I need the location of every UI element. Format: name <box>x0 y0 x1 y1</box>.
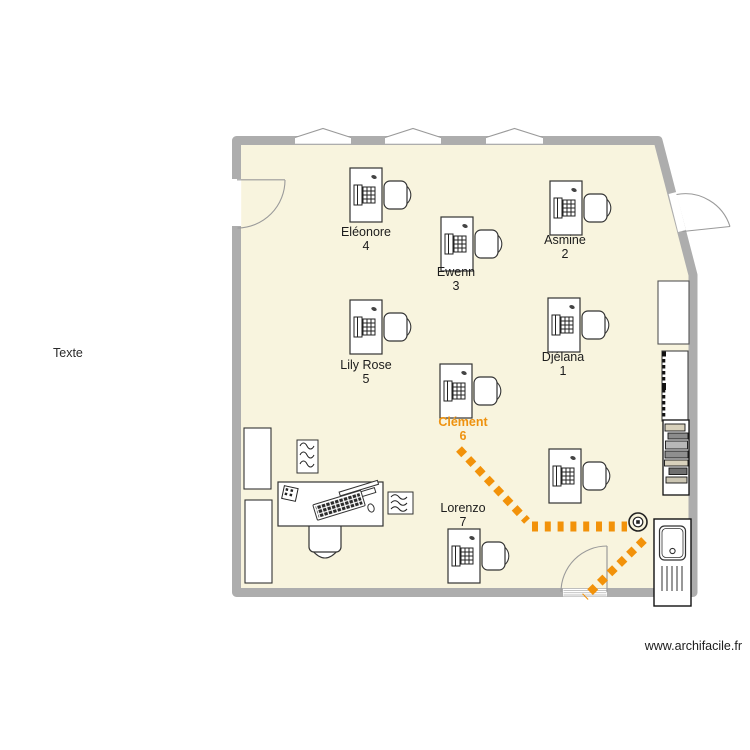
window-2[interactable] <box>384 127 442 144</box>
desk-unassigned[interactable] <box>548 448 582 504</box>
fridge-cupboard[interactable] <box>661 350 689 422</box>
door-left[interactable] <box>231 179 286 229</box>
chair-lorenzo[interactable] <box>481 541 510 571</box>
socket-icon[interactable] <box>628 512 648 532</box>
seat-number: 3 <box>452 278 460 293</box>
chair-unassigned[interactable] <box>582 461 611 491</box>
mouse <box>367 503 375 513</box>
chair-lily-rose[interactable] <box>383 312 412 342</box>
chair-clement[interactable] <box>473 376 502 406</box>
window-3[interactable] <box>485 127 544 144</box>
seat-number: 1 <box>559 363 567 378</box>
cabinet-right-upper[interactable] <box>657 280 690 345</box>
seat-number: 5 <box>362 371 370 386</box>
watermark: www.archifacile.fr <box>644 639 742 653</box>
desk-lorenzo[interactable] <box>447 528 481 584</box>
student-name: Eléonore <box>340 225 392 239</box>
shelf-radiator[interactable] <box>662 419 690 496</box>
paper-stack-left[interactable] <box>296 439 319 474</box>
seat-label-lily-rose[interactable]: Lily Rose 5 <box>311 358 421 386</box>
cabinet-left-upper[interactable] <box>243 427 272 490</box>
cabinet-left-lower[interactable] <box>244 499 273 584</box>
chair-djelana[interactable] <box>581 310 610 340</box>
desk-asmine[interactable] <box>549 180 583 236</box>
teacher-chair[interactable] <box>308 521 342 559</box>
seat-label-clement[interactable]: Clément 6 <box>408 415 518 443</box>
student-name: Asmine <box>544 233 586 247</box>
seat-label-asmine[interactable]: Asmine 2 <box>510 233 620 261</box>
desk-djelana[interactable] <box>547 297 581 353</box>
door-bottom[interactable] <box>560 545 608 597</box>
teacher-desk[interactable] <box>277 479 384 527</box>
seat-label-djelana[interactable]: Djélana 1 <box>508 350 618 378</box>
student-name: Djélana <box>541 350 585 364</box>
free-text-label[interactable]: Texte <box>53 346 83 360</box>
paper-stack-right[interactable] <box>387 491 414 515</box>
student-name: Ewenn <box>436 265 476 279</box>
chair-asmine[interactable] <box>583 193 612 223</box>
keyboard <box>312 490 366 521</box>
student-name: Lily Rose <box>340 358 392 372</box>
seat-number: 4 <box>362 238 370 253</box>
seat-label-ewenn[interactable]: Ewenn 3 <box>401 265 511 293</box>
chair-ewenn[interactable] <box>474 229 503 259</box>
desk-ewenn[interactable] <box>440 216 474 272</box>
chair-eleonore[interactable] <box>383 180 412 210</box>
student-name: Lorenzo <box>440 501 486 515</box>
window-1[interactable] <box>294 127 352 144</box>
seat-number: 7 <box>459 514 467 529</box>
desk-clement[interactable] <box>439 363 473 419</box>
desk-lily-rose[interactable] <box>349 299 383 355</box>
seat-label-eleonore[interactable]: Eléonore 4 <box>311 225 421 253</box>
sink-unit[interactable] <box>653 518 692 607</box>
seat-number: 2 <box>561 246 569 261</box>
seat-label-lorenzo[interactable]: Lorenzo 7 <box>408 501 518 529</box>
student-name: Clément <box>438 415 488 429</box>
door-top-right[interactable] <box>668 192 731 233</box>
seat-number: 6 <box>459 428 467 443</box>
escape-route-path[interactable] <box>456 446 647 600</box>
desk-eleonore[interactable] <box>349 167 383 223</box>
